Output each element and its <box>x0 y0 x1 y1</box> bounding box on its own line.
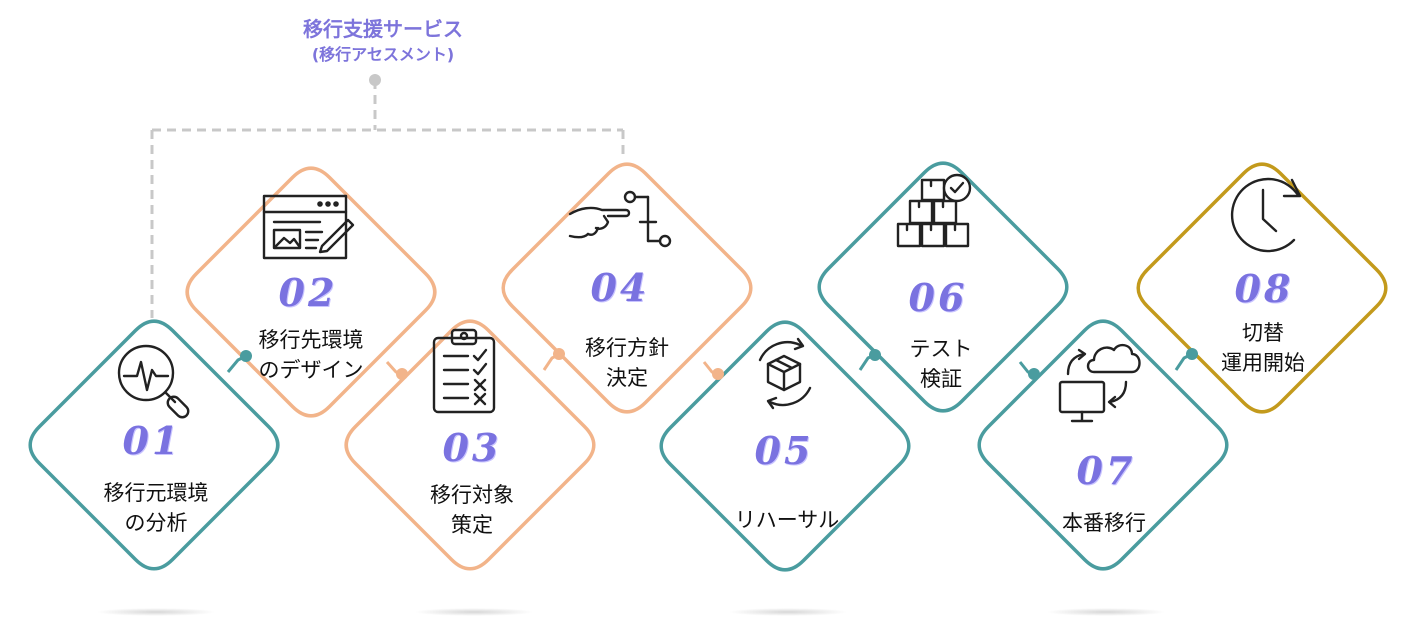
assessment-bracket <box>150 80 625 318</box>
step-number: 04 <box>590 265 650 310</box>
diamond-step-08 <box>1136 162 1388 414</box>
step-number: 01 <box>122 418 182 463</box>
step-number: 05 <box>754 428 814 473</box>
diamond-step-05 <box>659 320 911 572</box>
step-label: 切替運用開始 <box>1221 321 1305 375</box>
assessment-title-main: 移行支援サービス <box>303 17 463 41</box>
bracket-dot <box>369 74 381 86</box>
assessment-title-sub: (移行アセスメント) <box>311 45 455 64</box>
diamond-step-01 <box>28 319 280 571</box>
design-window-icon <box>262 194 355 260</box>
pointing-hand-flow-icon <box>568 190 672 248</box>
diamond-step-07 <box>977 319 1229 571</box>
shadow <box>96 608 216 616</box>
step-label: 移行先環境のデザイン <box>258 328 364 382</box>
diamond-step-03 <box>344 319 596 571</box>
step-label: テスト検証 <box>909 337 973 391</box>
step-label: 本番移行 <box>1062 511 1146 535</box>
magnifier-pulse-icon <box>117 344 190 419</box>
step-number: 06 <box>908 275 968 320</box>
clock-icon <box>1230 177 1302 253</box>
shadow <box>414 608 534 616</box>
diamond-step-02 <box>185 166 437 418</box>
connectors <box>226 348 1198 380</box>
step-number: 02 <box>278 270 338 315</box>
step-label: 移行元環境の分析 <box>103 481 209 535</box>
diamond-step-06 <box>817 161 1069 413</box>
assessment-title: 移行支援サービス (移行アセスメント) <box>303 14 463 66</box>
step-number: 08 <box>1234 266 1294 311</box>
boxes-check-icon <box>896 173 972 248</box>
shadow <box>728 608 848 616</box>
clipboard-checklist-icon <box>432 328 496 414</box>
box-cycle-icon <box>758 337 812 410</box>
step-number: 07 <box>1076 448 1136 493</box>
step-label: 移行方針決定 <box>585 336 669 390</box>
shadow <box>1046 608 1166 616</box>
step-label: 移行対象策定 <box>430 483 514 537</box>
step-number: 03 <box>442 425 502 470</box>
cloud-monitor-sync-icon <box>1058 343 1141 423</box>
step-label: リハーサル <box>734 508 840 532</box>
diamond-step-04 <box>501 162 753 414</box>
